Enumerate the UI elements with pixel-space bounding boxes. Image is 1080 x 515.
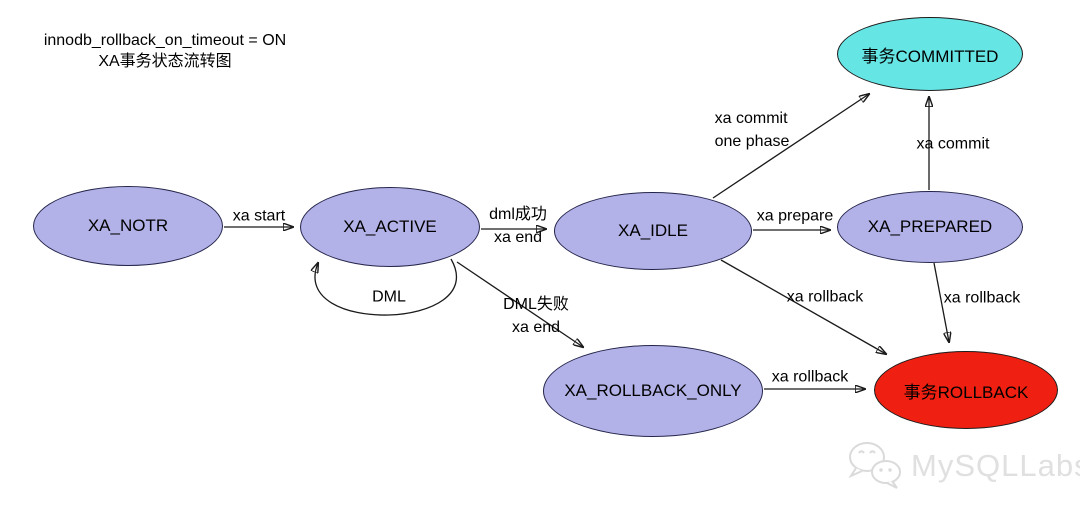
edge-label-xa-prepare: xa prepare [756,207,834,225]
title-line-parameter: innodb_rollback_on_timeout = ON [43,32,287,49]
node-rollback-label: 事务ROLLBACK [903,382,1029,402]
edge-label-xa-commit: xa commit [916,135,990,153]
node-xa-rollback-only-label: XA_ROLLBACK_ONLY [564,381,742,400]
edge-label-xa-rollback-from-prepared: xa rollback [943,289,1021,307]
edge-xa-prepared-to-rollback [933,262,949,342]
node-xa-active: XA_ACTIVE [300,187,480,267]
edge-label-dml-ok-line2: xa end [493,229,543,246]
edge-label-commit-one-phase-line2: one phase [714,133,790,150]
diagram-title: innodb_rollback_on_timeout = ON XA事务状态流转… [30,30,300,72]
edge-label-commit-one-phase-line1: xa commit [714,110,788,127]
watermark: MySQLLabs [845,440,1080,492]
edge-label-dml-fail-line2: xa end [511,319,561,336]
node-committed-label: 事务COMMITTED [861,46,999,66]
node-xa-idle: XA_IDLE [554,192,752,270]
edge-label-xa-start: xa start [232,207,286,225]
title-line-caption: XA事务状态流转图 [98,53,232,70]
edge-label-dml-ok-line1: dml成功 [489,206,547,223]
node-xa-idle-label: XA_IDLE [618,221,688,240]
edge-xa-active-to-xa-rollback-only [456,261,583,347]
wechat-icon [848,442,901,489]
edge-label-dml-fail: DML失败 xa end [503,293,569,339]
node-committed: 事务COMMITTED [837,17,1023,91]
edge-label-commit-one-phase: xa commit one phase [715,107,790,153]
watermark-text: MySQLLabs [911,448,1080,483]
node-xa-active-label: XA_ACTIVE [343,217,437,236]
node-xa-prepared-label: XA_PREPARED [867,217,993,236]
edge-xa-idle-to-committed [712,94,869,199]
edge-xa-idle-to-rollback [720,259,886,354]
edge-label-xa-rollback-from-idle: xa rollback [786,288,864,306]
edge-xa-active-self-loop-dml [315,258,458,316]
edge-label-dml-ok: dml成功 xa end [489,203,547,249]
node-xa-rollback-only: XA_ROLLBACK_ONLY [543,345,763,437]
edge-label-dml-loop: DML [372,288,406,306]
edge-label-xa-rollback-from-rollback-only: xa rollback [771,368,849,386]
node-xa-prepared: XA_PREPARED [837,191,1023,263]
edge-label-dml-fail-line1: DML失败 [503,296,569,313]
node-rollback: 事务ROLLBACK [874,351,1058,429]
node-xa-notr: XA_NOTR [33,186,223,266]
node-xa-notr-label: XA_NOTR [87,216,169,235]
